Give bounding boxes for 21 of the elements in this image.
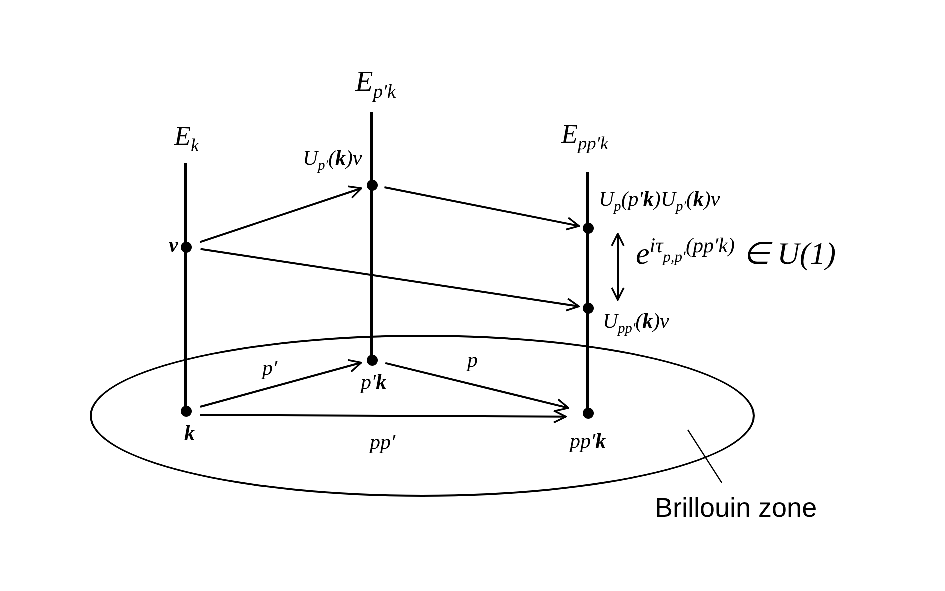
math-label: p′k	[361, 370, 387, 394]
math-label: pp′k	[570, 429, 606, 454]
arrow	[200, 186, 362, 244]
fiber-label: E$_{k}$	[174, 121, 200, 152]
double-arrow	[611, 233, 625, 301]
edge-label: pp′	[370, 430, 396, 454]
zone-ellipse	[90, 335, 755, 497]
arrow	[200, 359, 362, 408]
edge-label: p′	[262, 356, 278, 380]
math-label: k	[184, 421, 195, 446]
arrow	[200, 248, 580, 312]
math-label: U$_{p}$(p′k)U$_{p′}$(k)v	[599, 187, 720, 212]
math-label: U$_{pp′}$(k)v	[603, 309, 670, 334]
callout-text: Brillouin zone	[655, 493, 818, 524]
math-label: v	[169, 233, 178, 258]
edge-label: p	[468, 348, 478, 372]
arrow	[384, 186, 580, 231]
arrow	[200, 410, 567, 424]
arrow	[385, 362, 570, 412]
leader-line	[688, 430, 722, 484]
math-label: U$_{p′}$(k)v	[303, 146, 362, 170]
